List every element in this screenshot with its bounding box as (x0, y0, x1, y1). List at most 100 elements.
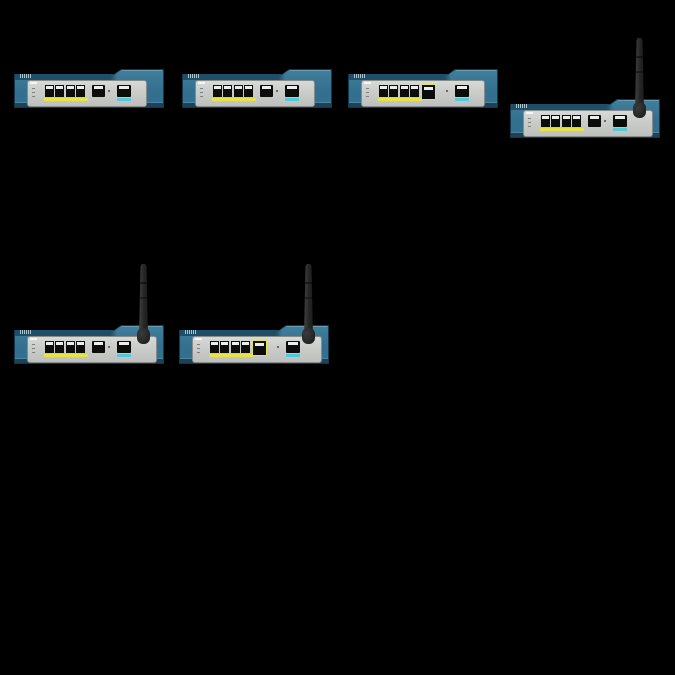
uc500-switch-2[interactable] (182, 69, 332, 108)
ethernet-port-icon (45, 85, 54, 97)
status-led-ticks (32, 343, 36, 354)
ethernet-port-icon (400, 85, 409, 97)
ethernet-port-icon (389, 85, 398, 97)
device-faceplate (523, 110, 653, 137)
status-led-ticks (200, 87, 204, 98)
device-chassis (14, 325, 164, 364)
ethernet-port-icon (410, 85, 419, 97)
uc500-wireless-router-1[interactable] (510, 38, 660, 138)
cisco-logo-icon (188, 74, 200, 78)
antenna-base (302, 328, 315, 344)
ethernet-port-icon (562, 115, 571, 127)
ethernet-port-icon (231, 341, 240, 353)
wan-port-icon (613, 115, 627, 131)
ethernet-port-group (212, 85, 256, 102)
faceplate-label (195, 338, 202, 340)
chassis-lid-shadow (15, 74, 117, 80)
switch-port-strip (540, 128, 584, 131)
ethernet-port-icon (66, 85, 75, 97)
device-faceplate (27, 336, 157, 363)
expansion-port-icon (421, 84, 436, 100)
cisco-logo-icon (354, 74, 366, 78)
uc500-switch-3[interactable] (348, 69, 498, 108)
chassis-lid-shadow (349, 74, 451, 80)
chassis-lid-shadow (180, 330, 282, 336)
chassis-top-highlight (456, 70, 496, 71)
antenna-base (137, 328, 150, 344)
wan-port-icon (285, 85, 299, 101)
ethernet-port-group (209, 341, 253, 358)
ethernet-port-icon (379, 85, 388, 97)
status-led-ticks (32, 87, 36, 98)
ethernet-port-icon (66, 341, 75, 353)
status-led (108, 346, 110, 348)
wan-port-icon (286, 341, 300, 357)
chassis-lid-shadow (15, 330, 117, 336)
wan-port-strip (117, 354, 131, 357)
device-faceplate (192, 336, 322, 363)
chassis-lid-shadow (183, 74, 285, 80)
switch-port-strip (209, 354, 253, 357)
status-led (604, 120, 606, 122)
wan-port-strip (455, 98, 469, 101)
ethernet-port-icon (213, 85, 222, 97)
device-chassis (510, 99, 660, 138)
ethernet-port-icon (92, 85, 105, 97)
faceplate-label (364, 82, 371, 84)
ethernet-port-group (44, 341, 88, 358)
status-led-ticks (528, 117, 532, 128)
ethernet-port-group (540, 115, 584, 132)
ethernet-port-group (378, 85, 422, 102)
ethernet-port-icon (45, 341, 54, 353)
wan-port-icon (117, 341, 131, 357)
cisco-logo-icon (516, 104, 528, 108)
antenna-base (633, 102, 646, 118)
ethernet-port-icon (55, 341, 64, 353)
wan-port-strip (117, 98, 131, 101)
ethernet-port-icon (220, 341, 229, 353)
cisco-logo-icon (185, 330, 197, 334)
ethernet-port-icon (76, 85, 85, 97)
device-faceplate (195, 80, 315, 107)
wan-port-strip (285, 98, 299, 101)
switch-port-strip (44, 354, 88, 357)
ethernet-port-icon (92, 341, 105, 353)
device-chassis (182, 69, 332, 108)
uc500-switch-1[interactable] (14, 69, 164, 108)
uc500-wireless-router-2[interactable] (14, 264, 164, 364)
ethernet-port-icon (234, 85, 243, 97)
expansion-port-icon (252, 340, 267, 356)
device-faceplate (27, 80, 147, 107)
wan-port-strip (613, 128, 627, 131)
ethernet-port-icon (76, 341, 85, 353)
wan-port-strip (286, 354, 300, 357)
ethernet-port-icon (244, 85, 253, 97)
wifi-antenna-icon (631, 38, 648, 119)
switch-port-strip (212, 98, 256, 101)
device-faceplate (361, 80, 485, 107)
wan-port-icon (117, 85, 131, 101)
ethernet-port-icon (210, 341, 219, 353)
faceplate-label (30, 82, 37, 84)
status-led-ticks (197, 343, 201, 354)
cisco-logo-icon (20, 330, 32, 334)
uc500-wireless-router-3[interactable] (179, 264, 329, 364)
antenna-rod (635, 38, 644, 111)
faceplate-label (198, 82, 205, 84)
antenna-rod (139, 264, 148, 337)
wifi-antenna-icon (135, 264, 152, 345)
antenna-rod (304, 264, 313, 337)
status-led (276, 90, 278, 92)
ethernet-port-group (44, 85, 88, 102)
switch-port-strip (44, 98, 88, 101)
chassis-lid-shadow (511, 104, 613, 110)
status-led (446, 90, 448, 92)
status-led (277, 346, 279, 348)
cisco-logo-icon (20, 74, 32, 78)
ethernet-port-icon (223, 85, 232, 97)
ethernet-port-icon (572, 115, 581, 127)
device-chassis (14, 69, 164, 108)
chassis-top-highlight (290, 70, 330, 71)
ethernet-port-icon (541, 115, 550, 127)
